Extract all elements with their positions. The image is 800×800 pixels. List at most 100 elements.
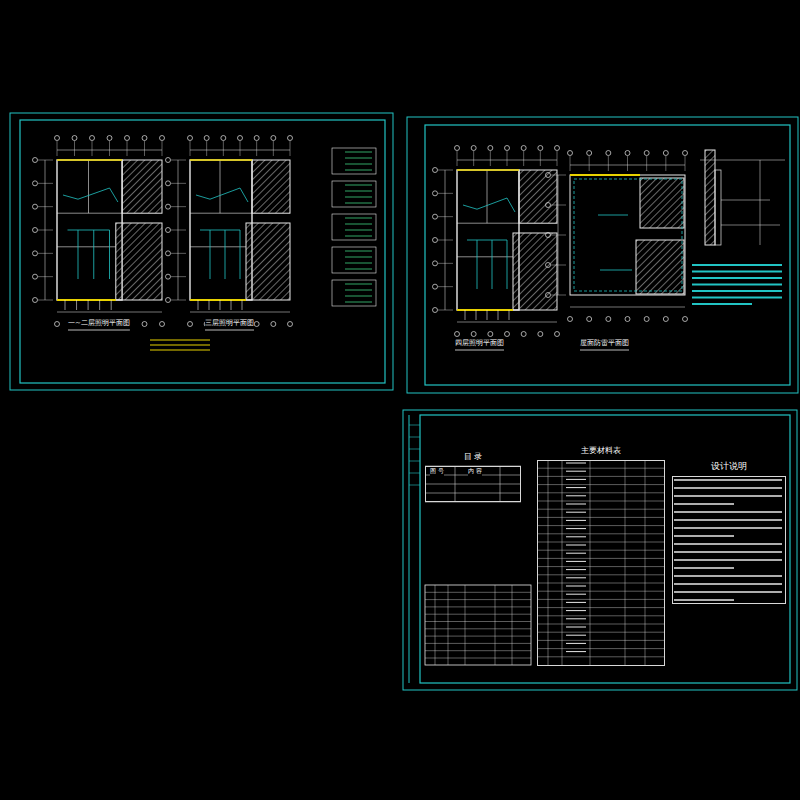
axis-bubble [142, 136, 147, 141]
axis-bubble [546, 173, 551, 178]
line [495, 585, 496, 665]
line [566, 577, 586, 578]
line [566, 545, 586, 546]
axis-bubble [254, 136, 259, 141]
line [345, 164, 372, 165]
line [566, 479, 586, 480]
axis-bubble [160, 322, 165, 327]
axis-bubble [555, 332, 560, 337]
line [178, 160, 179, 300]
line [692, 277, 782, 279]
line [537, 492, 665, 493]
line [220, 300, 221, 310]
line [551, 235, 566, 236]
line [537, 550, 665, 551]
line [68, 330, 130, 331]
outline [332, 181, 376, 207]
line [150, 344, 210, 345]
line [438, 216, 453, 217]
line [345, 263, 372, 264]
axis-bubble [33, 274, 38, 279]
drawing-label: 屋面防雷平面图 [580, 338, 629, 348]
line [171, 230, 186, 231]
wire [196, 188, 248, 202]
line [88, 160, 89, 213]
line [190, 246, 246, 247]
drawing-label: 三层照明平面图 [205, 318, 254, 328]
drawing-label: 图 号 [430, 467, 444, 476]
line [566, 569, 586, 570]
line [537, 501, 665, 502]
line [345, 302, 372, 303]
axis-bubble [546, 203, 551, 208]
line [438, 263, 453, 264]
line [645, 460, 646, 665]
line [566, 635, 586, 636]
axis-bubble [625, 317, 630, 322]
axis-bubble [546, 233, 551, 238]
axis-bubble [587, 151, 592, 156]
line [566, 610, 586, 611]
roof-plan [546, 151, 688, 322]
line [674, 559, 782, 560]
axis-bubble [33, 251, 38, 256]
line [566, 528, 586, 529]
line [88, 300, 89, 310]
outline [332, 148, 376, 174]
line [57, 213, 122, 214]
line [498, 310, 499, 320]
tables [425, 460, 782, 665]
line [205, 330, 254, 331]
axis-bubble [33, 228, 38, 233]
axis-bubble [625, 151, 630, 156]
axis-bubble [166, 251, 171, 256]
axis-bubble [538, 146, 543, 151]
line [99, 300, 100, 310]
axis-bubble [683, 151, 688, 156]
line [490, 151, 491, 166]
axis-bubble [433, 214, 438, 219]
line [425, 628, 531, 629]
line [551, 265, 566, 266]
line [685, 156, 686, 171]
line [273, 141, 274, 156]
outline [246, 223, 290, 300]
line [190, 299, 246, 301]
outline [122, 160, 162, 213]
line [566, 643, 586, 644]
axis-bubble [433, 308, 438, 313]
line [566, 520, 586, 521]
line [57, 312, 162, 313]
line [190, 312, 290, 313]
line [57, 159, 122, 161]
line [171, 253, 186, 254]
line [409, 437, 420, 438]
line [537, 583, 665, 584]
line [425, 493, 521, 494]
line [438, 193, 453, 194]
axis-bubble [160, 136, 165, 141]
line [425, 599, 531, 600]
line [566, 618, 586, 619]
line [566, 487, 586, 488]
line [692, 303, 752, 305]
axis-bubble [568, 317, 573, 322]
axis-bubble [568, 151, 573, 156]
drawing-label: 内 容 [468, 467, 482, 476]
axis-bubble [166, 181, 171, 186]
line [537, 484, 665, 485]
axis-bubble [644, 317, 649, 322]
line [425, 658, 531, 659]
table-block: 设计说明 [672, 476, 786, 604]
line [537, 476, 665, 477]
axis-bubble [555, 146, 560, 151]
line [665, 156, 666, 171]
line [345, 191, 372, 192]
line [425, 614, 531, 615]
line [345, 152, 372, 153]
axis-bubble [271, 322, 276, 327]
line [537, 509, 665, 510]
axis-bubble [538, 332, 543, 337]
axis-bubble [644, 151, 649, 156]
